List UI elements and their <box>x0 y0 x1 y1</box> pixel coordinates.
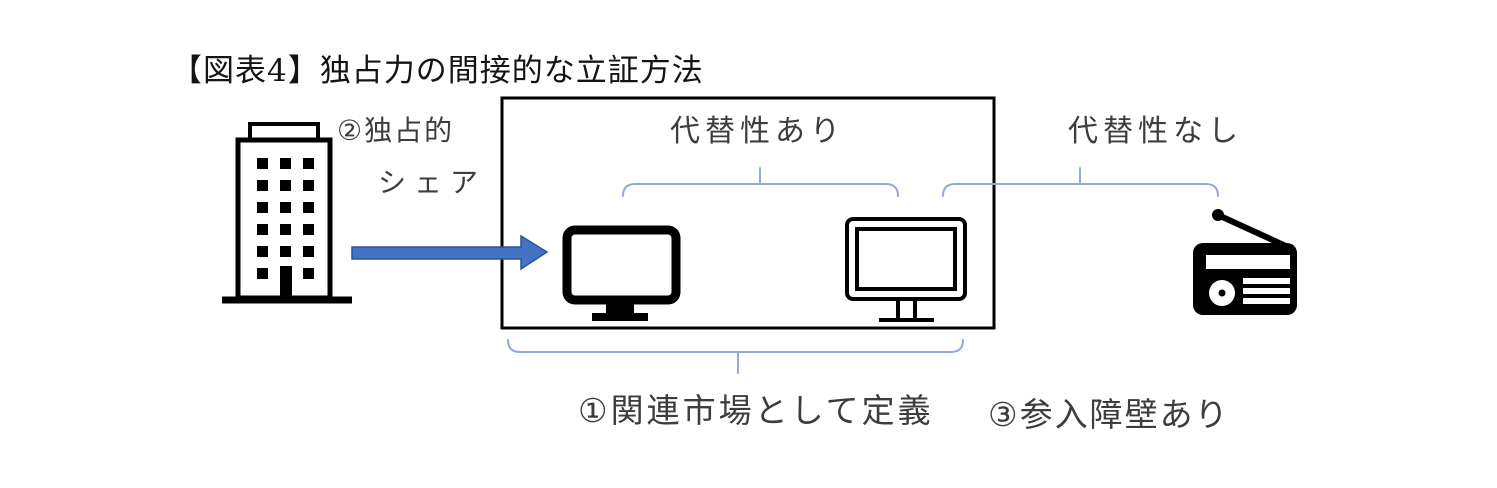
building-windows <box>257 158 314 279</box>
related-market-label: ①関連市場として定義 <box>578 391 934 430</box>
radio-icon <box>1193 209 1297 315</box>
building-door <box>280 266 292 299</box>
monitor-inner-screen <box>855 227 957 291</box>
substitutable-brace <box>622 167 899 197</box>
tv-solid-icon <box>562 225 681 321</box>
entry-barrier-label: ③参入障壁あり <box>988 395 1230 434</box>
radio-antenna <box>1216 212 1290 250</box>
radio-dial-center <box>1218 289 1226 297</box>
radio-display <box>1206 255 1290 269</box>
related-market-brace <box>507 339 964 374</box>
monopoly-share-label-line2: シェア <box>378 166 487 199</box>
building-icon <box>222 122 352 304</box>
page-title: 【図表4】独占力の間接的な立証方法 <box>171 53 704 89</box>
tv-stand-neck <box>606 303 634 315</box>
not-substitutable-brace <box>942 167 1219 197</box>
arrow-right-icon <box>351 234 549 271</box>
market-box <box>500 96 996 330</box>
monopoly-share-label-line1: ②独占的 <box>337 114 455 147</box>
monitor-outline-icon <box>845 217 967 322</box>
tv-stand-base <box>592 313 648 321</box>
radio-speaker-grille <box>1243 278 1290 304</box>
not-substitutable-label: 代替性なし <box>1068 114 1243 149</box>
substitutable-label: 代替性あり <box>670 114 845 149</box>
tv-screen <box>562 225 681 305</box>
